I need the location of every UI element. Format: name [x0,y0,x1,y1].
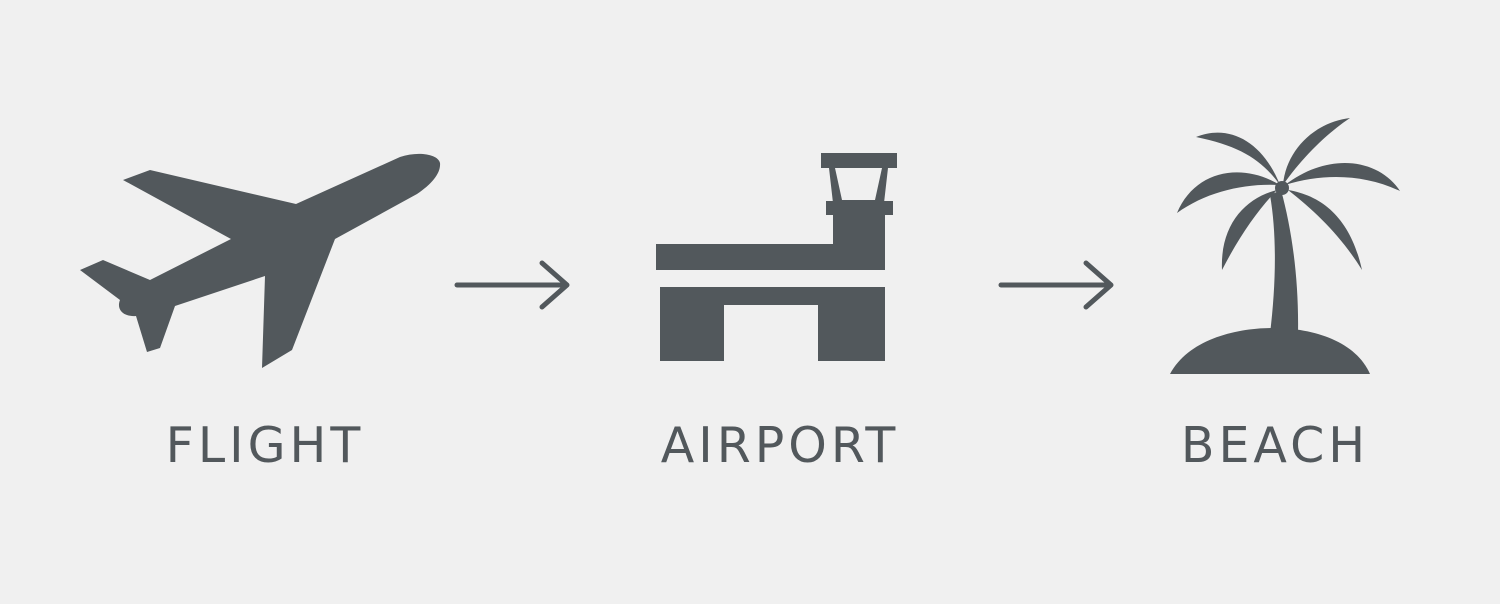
step-label-beach: BEACH [1180,417,1370,474]
airport-terminal-icon [650,148,902,368]
airplane-icon [75,150,445,375]
palm-tree-icon [1165,115,1410,380]
arrow-right-icon [450,258,575,314]
step-label-airport: AIRPORT [660,417,900,474]
arrow-right-icon [994,258,1119,314]
step-label-flight: FLIGHT [165,417,365,474]
